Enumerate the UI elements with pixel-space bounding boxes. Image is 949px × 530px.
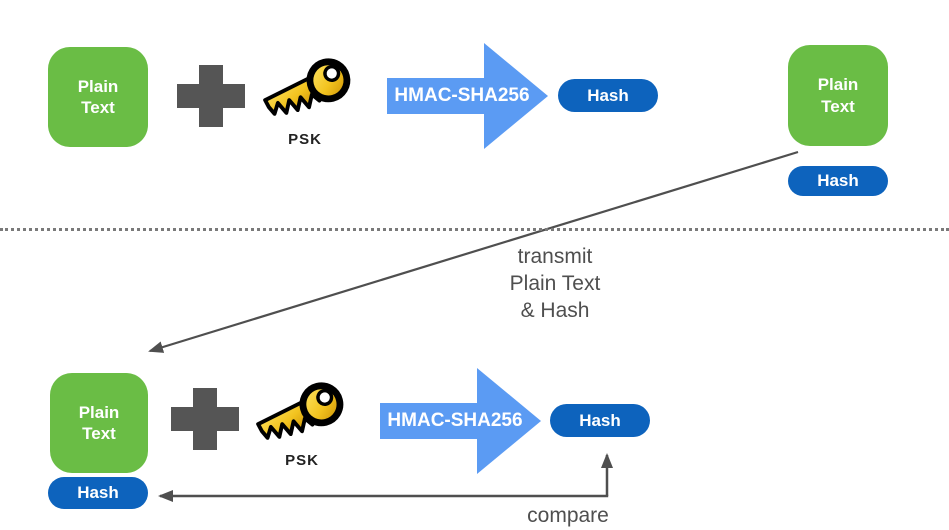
sender-hash-pill: Hash	[558, 79, 658, 112]
transmit-note-line3: & Hash	[520, 299, 590, 322]
plus-icon	[171, 388, 239, 450]
transmitted-plain-text-box: Plain Text	[788, 45, 888, 146]
transmit-note-line1: transmit	[517, 245, 593, 268]
transmitted-hash-pill: Hash	[788, 166, 888, 196]
hmac-arrow-tip	[484, 43, 548, 149]
hmac-arrow-icon	[387, 78, 484, 114]
network-divider-dotted-line	[0, 228, 949, 231]
transmit-note-line2: Plain Text	[509, 272, 601, 295]
receiver-hmac-label: HMAC-SHA256	[387, 410, 523, 431]
hmac-arrow-icon	[380, 403, 477, 439]
transmitted-plain-text-label: Plain Text	[817, 75, 859, 116]
sender-psk-label: PSK	[288, 131, 322, 148]
sender-hash-label: Hash	[587, 85, 629, 105]
sender-plain-text-box: Plain Text	[48, 47, 148, 147]
receiver-plain-text-box: Plain Text	[50, 373, 148, 473]
computed-hash-pill: Hash	[550, 404, 650, 437]
key-icon	[259, 56, 361, 130]
transmit-note: transmit Plain Text & Hash	[460, 243, 650, 324]
received-hash-label: Hash	[77, 483, 119, 502]
computed-hash-label: Hash	[579, 410, 621, 430]
plus-icon	[177, 65, 245, 127]
receiver-psk-label: PSK	[285, 452, 319, 469]
hmac-arrow-tip	[477, 368, 541, 474]
transmitted-hash-label: Hash	[817, 171, 859, 190]
received-hash-pill: Hash	[48, 477, 148, 509]
sender-hmac-label: HMAC-SHA256	[394, 85, 530, 106]
compare-label: compare	[527, 504, 609, 527]
key-icon	[252, 380, 354, 454]
receiver-plain-text-label: Plain Text	[78, 402, 120, 443]
sender-plain-text-label: Plain Text	[77, 76, 119, 117]
